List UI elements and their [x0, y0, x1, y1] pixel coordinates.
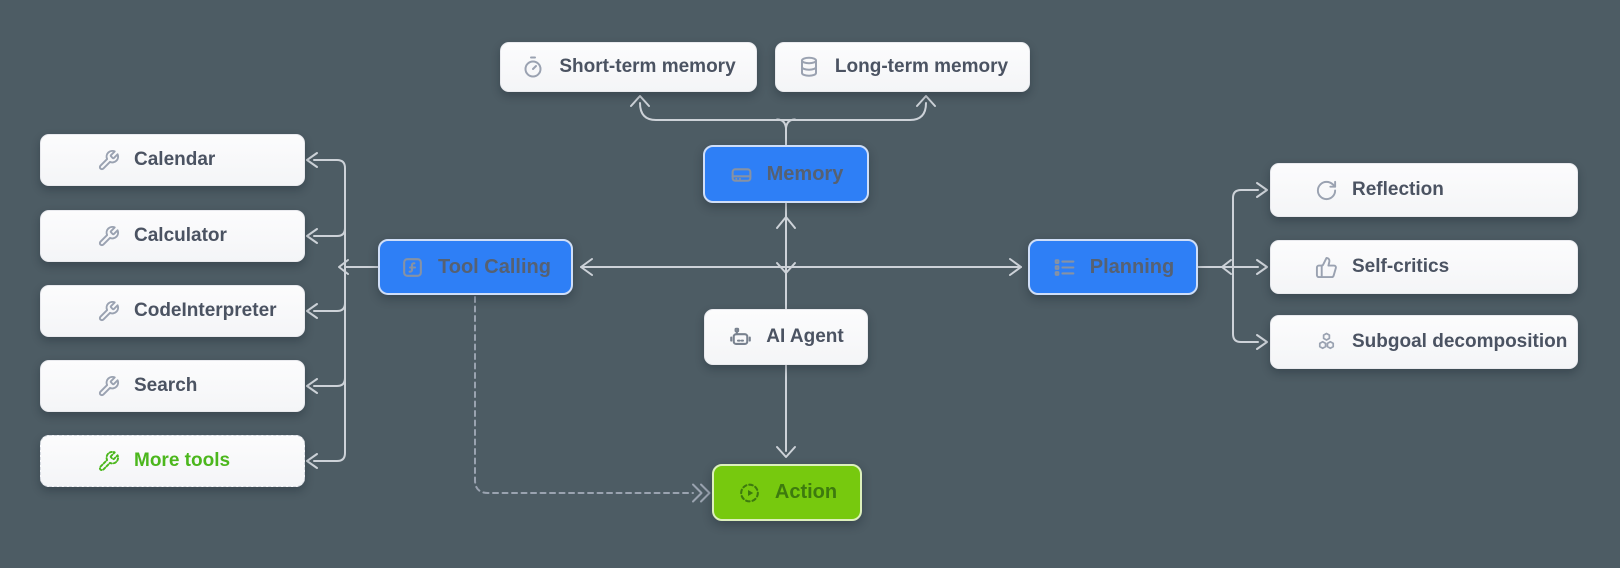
edge-branch-search — [313, 377, 346, 387]
node-short-term-memory: Short-term memory — [500, 42, 757, 92]
node-label: More tools — [134, 450, 231, 471]
arrowhead-self-critics — [1256, 259, 1268, 275]
edge-memory-to-term-boxes — [639, 102, 927, 121]
edge-branch-calculator — [313, 227, 346, 237]
node-label: Search — [134, 375, 198, 396]
robot-icon — [728, 325, 753, 350]
node-more-tools: More tools — [40, 435, 305, 487]
node-codeinterpreter: CodeInterpreter — [40, 285, 305, 337]
wrench-icon — [97, 149, 120, 172]
arrowhead-long-term — [916, 95, 936, 107]
database-icon — [797, 55, 821, 79]
node-label: Memory — [766, 162, 844, 185]
timer-icon — [521, 55, 545, 79]
arrowhead-calendar — [306, 152, 318, 168]
node-calendar: Calendar — [40, 134, 305, 186]
node-label: Reflection — [1352, 179, 1444, 200]
solid-connectors — [306, 95, 1268, 469]
arrowhead-action — [776, 446, 796, 458]
arrowhead-calculator — [306, 228, 318, 244]
arrowhead-codeinterpreter — [306, 303, 318, 319]
arrowhead-planning — [1009, 258, 1022, 276]
node-search: Search — [40, 360, 305, 412]
wrench-icon — [97, 225, 120, 248]
arrowhead-search — [306, 378, 318, 394]
play-gauge-icon — [737, 480, 762, 505]
dashed-connector — [474, 296, 711, 503]
node-label: Self-critics — [1352, 256, 1450, 277]
node-label: CodeInterpreter — [134, 300, 277, 321]
node-label: Long-term memory — [834, 56, 1009, 77]
wrench-icon — [97, 300, 120, 323]
list-icon — [1052, 255, 1077, 280]
function-square-icon — [400, 255, 425, 280]
arrowhead-more-tools — [306, 453, 318, 469]
edge-memory-fork — [776, 118, 796, 146]
thumbs-up-icon — [1315, 256, 1338, 279]
wrench-dashed-icon — [97, 450, 120, 473]
arrowhead-up-memory — [776, 216, 796, 229]
node-reflection: Reflection — [1270, 163, 1578, 217]
node-memory: Memory — [703, 145, 869, 203]
arrowhead-reflection — [1256, 182, 1268, 198]
node-label: Calculator — [134, 225, 227, 246]
hexagons-icon — [1315, 331, 1338, 354]
hard-drive-icon — [729, 162, 754, 187]
edge-planning-bracket — [1232, 189, 1259, 343]
node-label: Calendar — [134, 149, 216, 170]
node-label: Action — [774, 481, 838, 503]
node-label: Planning — [1089, 255, 1175, 278]
rotate-cw-icon — [1315, 179, 1338, 202]
node-tool-calling: Tool Calling — [378, 239, 573, 295]
arrowhead-dashed-1 — [692, 483, 703, 503]
arrowhead-dashed-2 — [700, 483, 711, 503]
node-label: Tool Calling — [438, 255, 551, 278]
node-ai-agent: AI Agent — [704, 309, 868, 365]
node-label: AI Agent — [766, 326, 844, 347]
node-self-critics: Self-critics — [1270, 240, 1578, 294]
edge-tools-bracket — [313, 159, 346, 462]
node-action: Action — [712, 464, 862, 521]
edge-branch-codeinterpreter — [313, 302, 346, 312]
arrowhead-planning-junction — [1221, 259, 1232, 275]
edge-toolcalling-action-dashed — [474, 296, 694, 494]
node-subgoal-decomposition: Subgoal decomposition — [1270, 315, 1578, 369]
node-label: Subgoal decomposition — [1352, 331, 1568, 352]
arrowhead-tool-calling — [580, 258, 593, 276]
node-planning: Planning — [1028, 239, 1198, 295]
wrench-icon — [97, 375, 120, 398]
arrowhead-subgoal — [1256, 334, 1268, 350]
node-long-term-memory: Long-term memory — [775, 42, 1030, 92]
node-label: Short-term memory — [559, 56, 736, 77]
arrowhead-short-term — [630, 95, 650, 107]
node-calculator: Calculator — [40, 210, 305, 262]
